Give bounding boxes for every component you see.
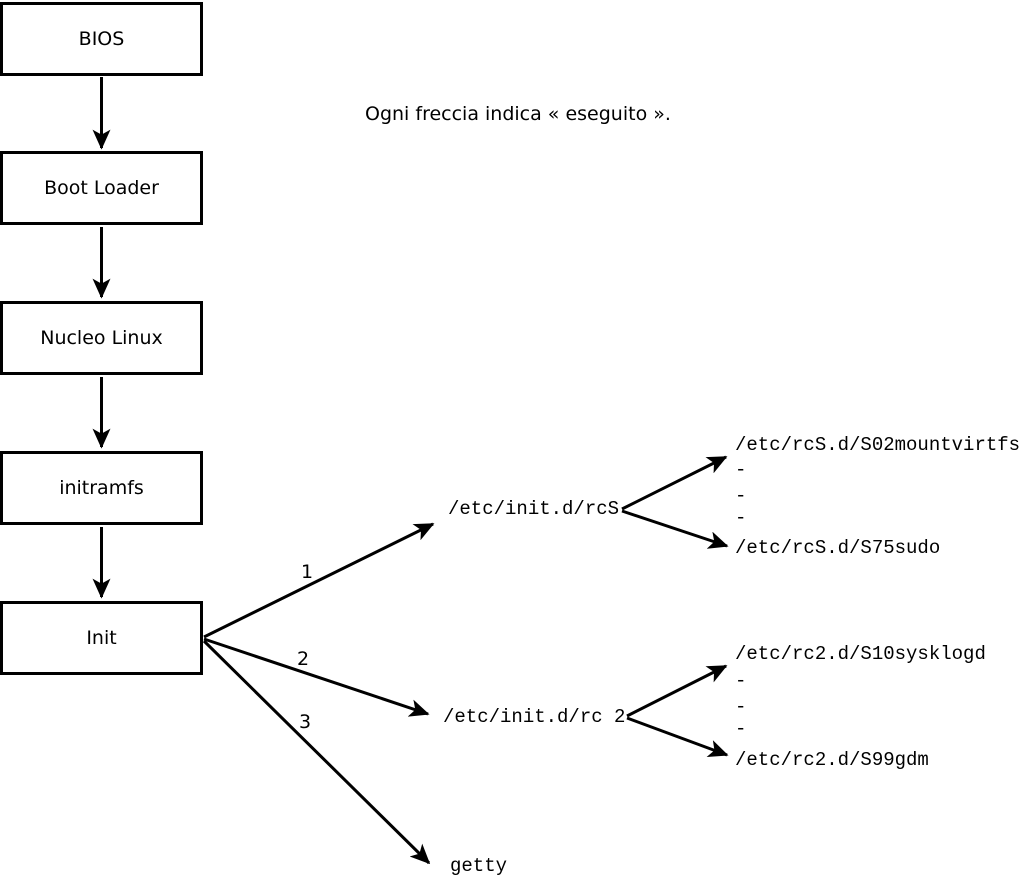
rc2-ellipsis-dash: - [735, 670, 747, 692]
arrow-rc2-to-first-script [626, 664, 728, 718]
arrow-init-to-rc2 [203, 637, 430, 717]
arrow-init-to-getty [202, 639, 431, 865]
rcs-ellipsis-dash: - [735, 459, 747, 481]
script-path-rcs-last: /etc/rcS.d/S75sudo [735, 537, 941, 559]
flow-box-linux-kernel: Nucleo Linux [0, 301, 203, 375]
script-path-rcs-first: /etc/rcS.d/S02mountvirtfs [735, 434, 1021, 456]
rc2-ellipsis-dash: - [735, 718, 747, 740]
flow-box-bios: BIOS [0, 2, 203, 76]
flow-box-initramfs: initramfs [0, 451, 203, 525]
flow-box-bootloader: Boot Loader [0, 151, 203, 225]
script-path-rcs: /etc/init.d/rcS [448, 498, 620, 520]
flow-box-linux-kernel-label: Nucleo Linux [40, 327, 163, 349]
flow-box-initramfs-label: initramfs [59, 477, 144, 499]
arrow-init-to-rcs [203, 522, 435, 639]
rc2-ellipsis-dash: - [735, 696, 747, 718]
script-path-rc2-last: /etc/rc2.d/S99gdm [735, 749, 929, 771]
branch-number-3: 3 [299, 711, 312, 733]
flow-box-init-label: Init [86, 627, 117, 649]
rcs-ellipsis-dash: - [735, 485, 747, 507]
flow-box-init: Init [0, 601, 203, 675]
arrow-rc2-to-last-script [626, 716, 729, 758]
flow-box-bootloader-label: Boot Loader [44, 177, 159, 199]
flow-box-bios-label: BIOS [78, 28, 125, 50]
diagram-caption: Ogni freccia indica « eseguito ». [365, 103, 671, 125]
script-path-rc2-first: /etc/rc2.d/S10sysklogd [735, 643, 986, 665]
arrow-rcs-to-first-script [621, 455, 728, 511]
arrow-rcs-to-last-script [621, 509, 729, 549]
script-getty: getty [450, 855, 508, 875]
script-path-rc2: /etc/init.d/rc 2 [443, 706, 626, 728]
branch-number-2: 2 [297, 648, 310, 670]
rcs-ellipsis-dash: - [735, 507, 747, 529]
branch-number-1: 1 [301, 561, 314, 583]
